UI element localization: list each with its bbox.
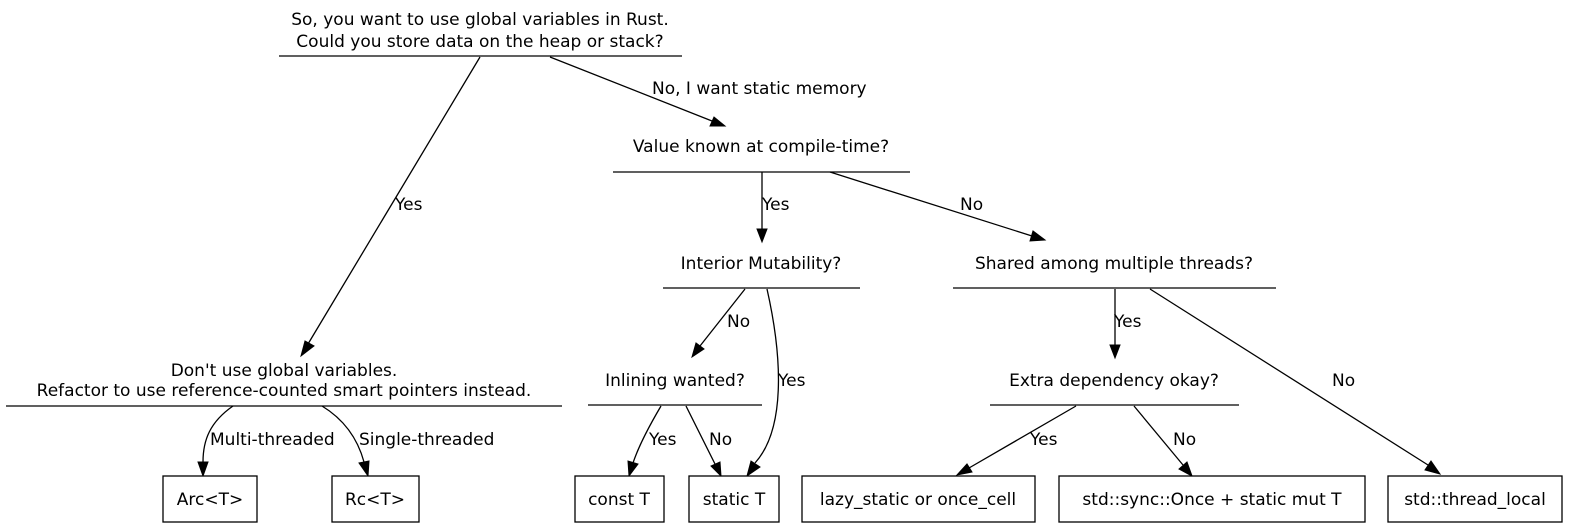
- leaf-rc-label: Rc<T>: [345, 490, 405, 510]
- node-dont-use-line-1: Don't use global variables.: [171, 361, 398, 381]
- arrowhead: [1178, 461, 1193, 478]
- leaf-sync-once-label: std::sync::Once + static mut T: [1082, 490, 1342, 510]
- arrowhead: [709, 116, 727, 127]
- edge-ed-yes: [968, 405, 1077, 469]
- leaf-thread-local: std::thread_local: [1387, 475, 1563, 523]
- arrowhead: [358, 460, 370, 478]
- arrowhead: [756, 228, 768, 244]
- leaf-static-t: static T: [688, 475, 780, 523]
- edges: [197, 56, 1442, 478]
- arrowhead: [1029, 230, 1047, 242]
- leaf-thread-local-label: std::thread_local: [1404, 490, 1546, 510]
- node-root-line-1: So, you want to use global variables in …: [291, 10, 669, 30]
- edge-inl-no: [685, 405, 716, 465]
- leaf-lazy: lazy_static or once_cell: [801, 475, 1036, 523]
- edge-ct-no: [829, 171, 1033, 237]
- node-interior: Interior Mutability?: [663, 254, 860, 289]
- leaf-lazy-box: [801, 475, 1036, 523]
- leaf-sync-once: std::sync::Once + static mut T: [1058, 475, 1366, 523]
- leaf-arc: Arc<T>: [162, 475, 258, 523]
- edge-label-ed-yes: Yes: [1029, 430, 1058, 450]
- node-dont-use: Don't use global variables. Refactor to …: [6, 361, 562, 407]
- edge-label-multi: Multi-threaded: [210, 430, 335, 450]
- node-extra-dep-label: Extra dependency okay?: [1009, 371, 1219, 391]
- node-shared-label: Shared among multiple threads?: [975, 254, 1253, 274]
- node-dont-use-line-2: Refactor to use reference-counted smart …: [37, 381, 532, 401]
- node-root: So, you want to use global variables in …: [279, 10, 682, 57]
- edge-root-no: [549, 56, 713, 122]
- edge-multi: [202, 405, 234, 463]
- leaf-arc-label: Arc<T>: [177, 490, 243, 510]
- edge-inl-yes: [632, 405, 662, 464]
- arrowhead: [710, 461, 722, 478]
- edge-single: [321, 405, 365, 463]
- edge-label-im-no: No: [727, 312, 750, 332]
- arrowhead: [691, 342, 705, 359]
- edge-label-inl-yes: Yes: [648, 430, 677, 450]
- leaf-static-t-box: [688, 475, 780, 523]
- edge-im-yes: [754, 288, 780, 464]
- leaf-const-t: const T: [574, 475, 665, 523]
- edge-label-single: Single-threaded: [359, 430, 494, 450]
- leaf-rc: Rc<T>: [331, 475, 420, 523]
- leaf-rc-box: [331, 475, 420, 523]
- arrowhead: [955, 463, 973, 476]
- leaf-const-t-box: [574, 475, 665, 523]
- edge-ed-no: [1133, 405, 1184, 466]
- edge-label-sh-yes: Yes: [1113, 312, 1142, 332]
- edge-label-inl-no: No: [709, 430, 732, 450]
- edge-root-yes: [307, 56, 481, 345]
- edge-sh-no: [1149, 288, 1429, 466]
- edge-label-ct-yes: Yes: [761, 195, 790, 215]
- arrowhead: [1424, 460, 1442, 475]
- arrowhead: [1109, 344, 1121, 360]
- node-extra-dep: Extra dependency okay?: [990, 371, 1239, 406]
- leaf-arc-box: [162, 475, 258, 523]
- edge-label-sh-no: No: [1332, 371, 1355, 391]
- edge-label-im-yes: Yes: [777, 371, 806, 391]
- edge-im-no: [699, 288, 746, 347]
- node-compile-time: Value known at compile-time?: [613, 137, 910, 173]
- arrowhead: [746, 460, 761, 478]
- node-compile-time-label: Value known at compile-time?: [633, 137, 889, 157]
- leaf-sync-once-box: [1058, 475, 1366, 523]
- edge-labels: Yes No, I want static memory Yes No Mult…: [210, 79, 1355, 450]
- arrowhead: [627, 460, 639, 478]
- node-inlining-label: Inlining wanted?: [605, 371, 745, 391]
- arrowhead: [300, 340, 315, 358]
- arrowhead: [197, 461, 209, 478]
- edge-label-ed-no: No: [1173, 430, 1196, 450]
- edge-label-root-no: No, I want static memory: [652, 79, 867, 99]
- node-inlining: Inlining wanted?: [588, 371, 762, 406]
- leaf-lazy-label: lazy_static or once_cell: [820, 490, 1016, 510]
- node-interior-label: Interior Mutability?: [681, 254, 842, 274]
- edge-label-root-yes: Yes: [394, 195, 423, 215]
- leaf-static-t-label: static T: [703, 490, 766, 510]
- edge-label-ct-no: No: [960, 195, 983, 215]
- leaf-const-t-label: const T: [588, 490, 650, 510]
- leaf-thread-local-box: [1387, 475, 1563, 523]
- node-shared: Shared among multiple threads?: [953, 254, 1276, 289]
- node-root-line-2: Could you store data on the heap or stac…: [296, 32, 663, 52]
